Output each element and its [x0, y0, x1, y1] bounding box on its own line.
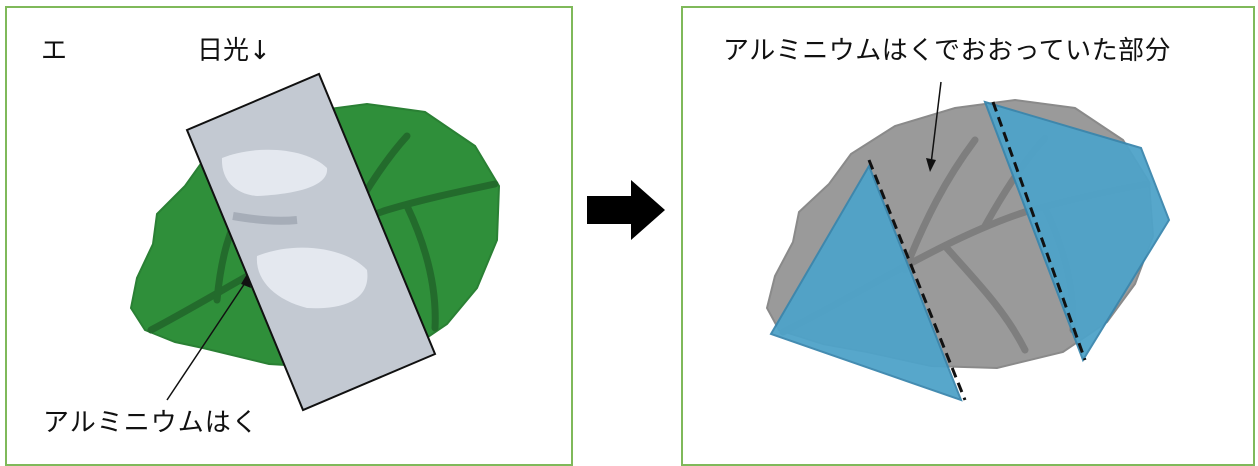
right-panel: アルミニウムはくでおおっていた部分 — [681, 6, 1255, 466]
sunlight-label: 日光↓ — [197, 38, 271, 64]
left-diagram — [7, 8, 573, 466]
left-panel: エ 日光↓ アルミニウムはく — [5, 6, 573, 466]
right-arrow-icon — [587, 180, 667, 240]
right-diagram — [683, 8, 1255, 466]
covered-area-label: アルミニウムはくでおおっていた部分 — [723, 38, 1171, 64]
foil-label: アルミニウムはく — [43, 410, 259, 436]
option-label: エ — [41, 38, 67, 64]
